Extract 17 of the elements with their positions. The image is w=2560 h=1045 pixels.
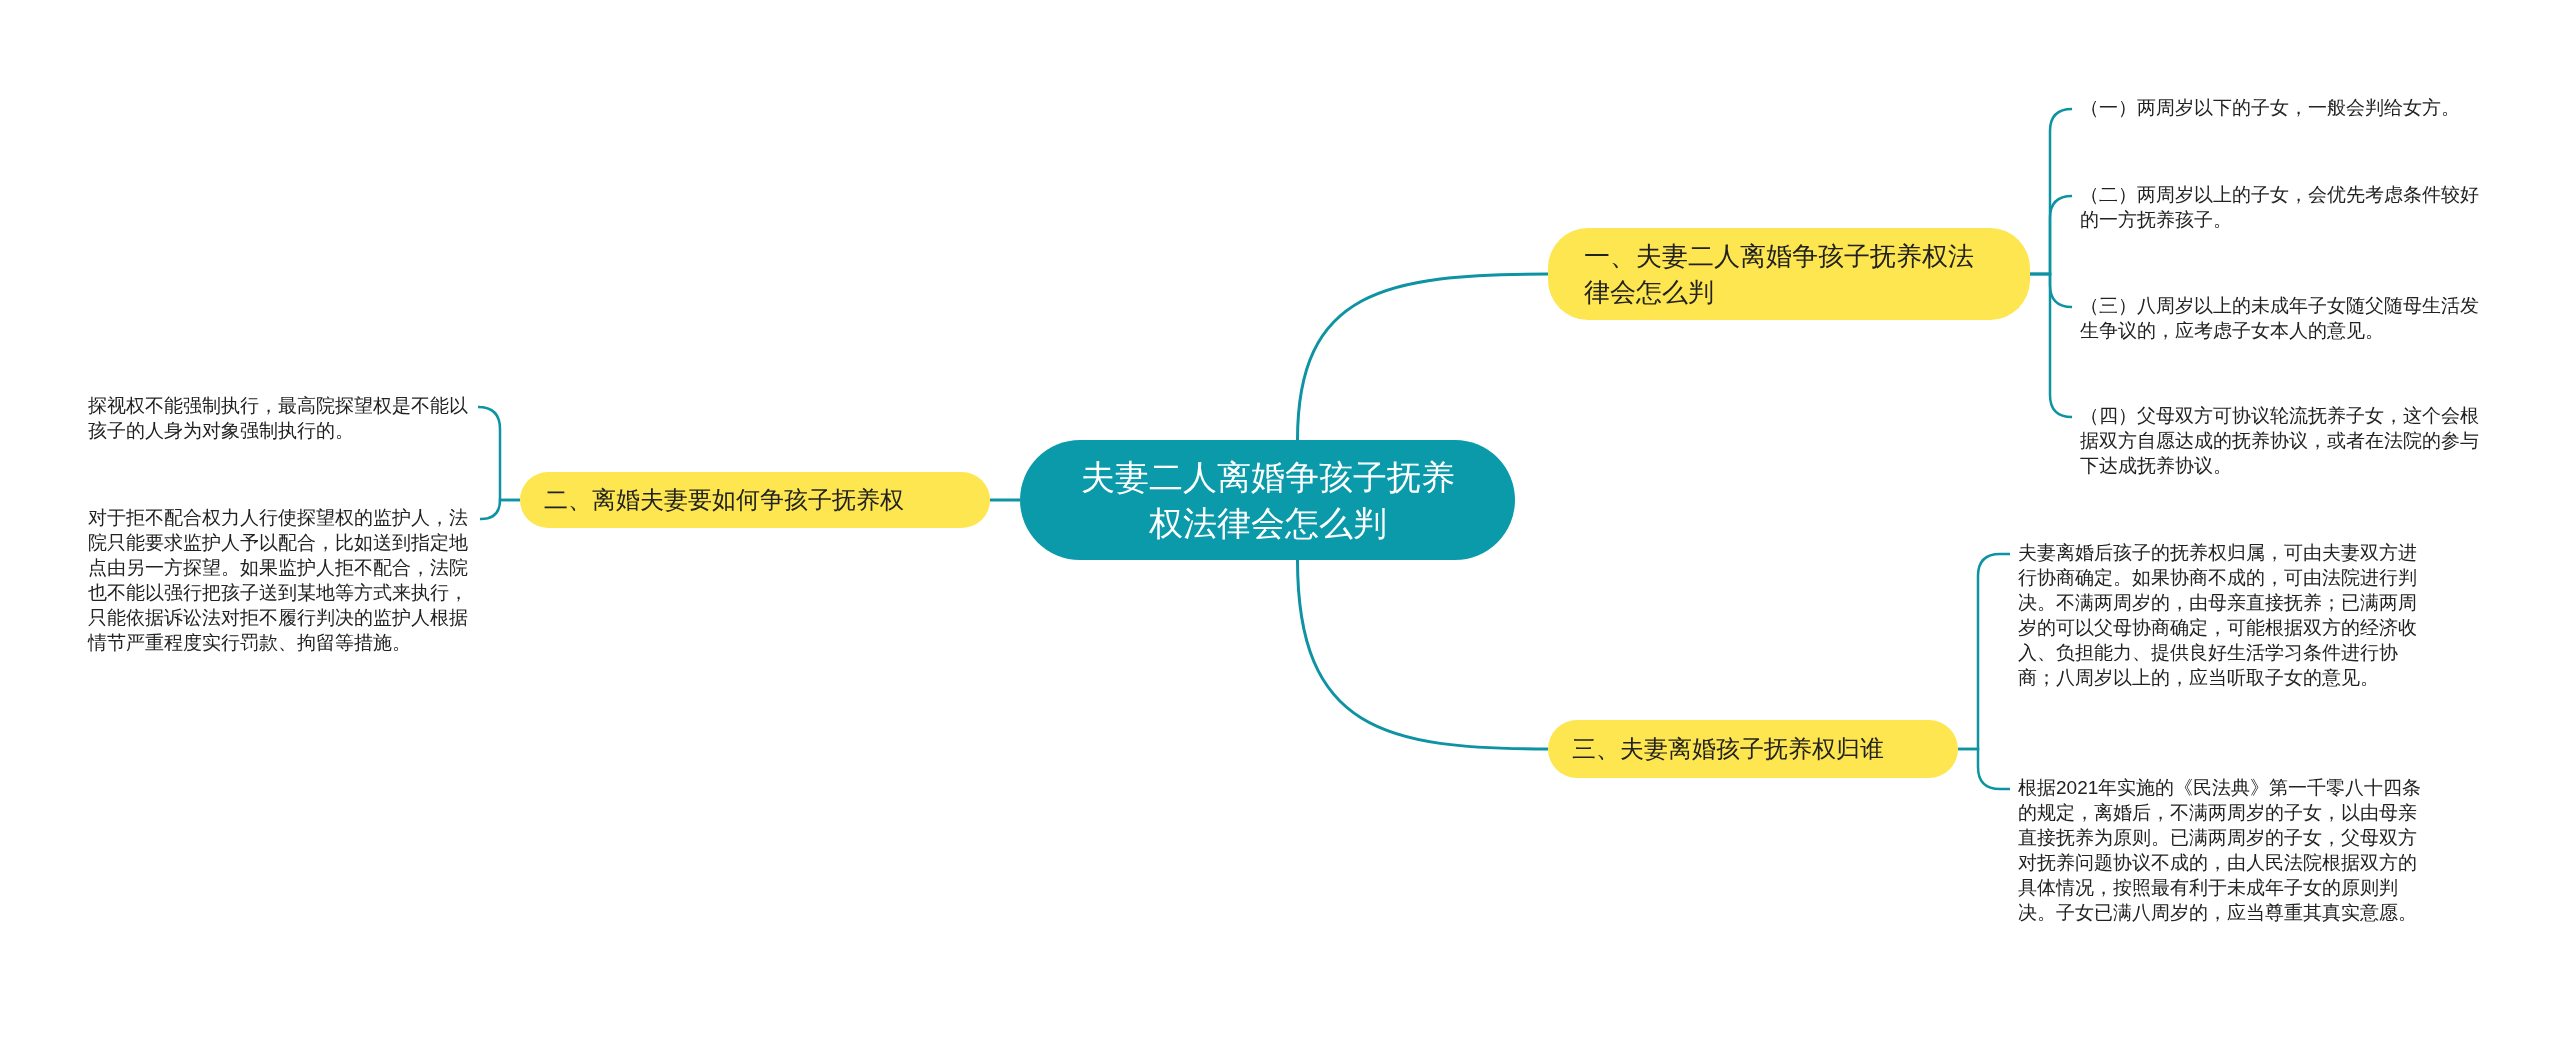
topic-box: 二、离婚夫妻要如何争孩子抚养权 [520,472,990,528]
note-text: （一）两周岁以下的子女，一般会判给女方。 [2072,95,2492,120]
note-text: 对于拒不配合权力人行使探望权的监护人，法院只能要求监护人予以配合，比如送到指定地点由另一方探望。如果监护人拒不配合，法院也不能以强行把孩子送到某地等方式来执行，只能依据诉讼法对拒不履行判决的监护人根据情节严重程度实行罚款、拘留等措施。 [80,505,480,655]
note-text: 夫妻离婚后孩子的抚养权归属，可由夫妻双方进行协商确定。如果协商不成的，可由法院进行判决。不满两周岁的，由母亲直接抚养；已满两周岁的可以父母协商确定，可能根据双方的经济收入、负担能力、提供良好生活学习条件进行协商；八周岁以上的，应当听取子女的意见。 [2010,540,2430,690]
topic-box: 三、夫妻离婚孩子抚养权归谁 [1548,720,1958,778]
note-text: 探视权不能强制执行，最高院探望权是不能以孩子的人身为对象强制执行的。 [80,393,480,443]
central-topic-box: 夫妻二人离婚争孩子抚养权法律会怎么判 [1020,440,1515,560]
note-text: （四）父母双方可协议轮流抚养子女，这个会根据双方自愿达成的抚养协议，或者在法院的参与下达成抚养协议。 [2072,403,2492,478]
note-text: （三）八周岁以上的未成年子女随父随母生活发生争议的，应考虑子女本人的意见。 [2072,293,2492,343]
note-text: 根据2021年实施的《民法典》第一千零八十四条的规定，离婚后，不满两周岁的子女，以由母亲直接抚养为原则。已满两周岁的子女，父母双方对抚养问题协议不成的，由人民法院根据双方的具体情况，按照最有利于未成年子女的原则判决。子女已满八周岁的，应当尊重其真实意愿。 [2010,775,2430,925]
connector-line [990,498,1020,502]
connector-line [1958,747,2010,791]
connector-line [1296,272,1548,441]
connector-line [479,498,520,521]
connector-line [1296,559,1548,751]
topic-box: 一、夫妻二人离婚争孩子抚养权法律会怎么判 [1548,228,2030,320]
note-text: （二）两周岁以上的子女，会优先考虑条件较好的一方抚养孩子。 [2072,182,2492,232]
